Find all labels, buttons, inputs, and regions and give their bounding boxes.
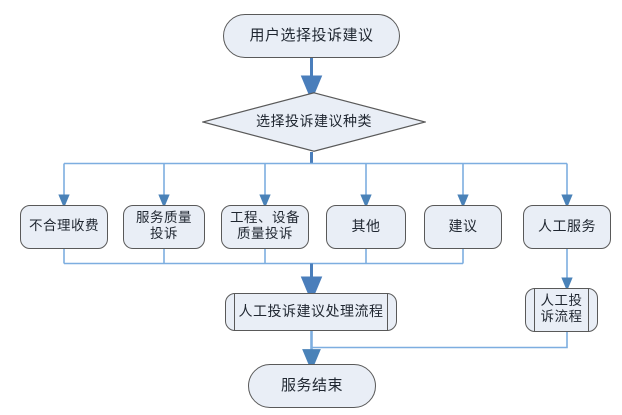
node-option-engineering-quality-label: 工程、设备 质量投诉 bbox=[230, 210, 300, 242]
node-option-unreasonable-fee-label: 不合理收费 bbox=[29, 218, 99, 235]
node-decision-label: 选择投诉建议种类 bbox=[256, 113, 372, 130]
node-option-suggestion-label: 建议 bbox=[448, 218, 478, 235]
node-option-manual-service[interactable]: 人工服务 bbox=[523, 205, 611, 249]
edge-options-to-merge bbox=[63, 249, 464, 265]
node-start[interactable]: 用户选择投诉建议 bbox=[223, 14, 400, 58]
node-option-manual-service-label: 人工服务 bbox=[538, 218, 596, 235]
node-option-suggestion[interactable]: 建议 bbox=[424, 205, 502, 249]
node-option-engineering-quality[interactable]: 工程、设备 质量投诉 bbox=[221, 205, 309, 249]
node-option-other-label: 其他 bbox=[351, 218, 381, 235]
diamond-shape bbox=[202, 92, 426, 152]
node-end[interactable]: 服务结束 bbox=[248, 364, 376, 408]
node-end-label: 服务结束 bbox=[280, 376, 343, 395]
node-process-manual-complaint-flow[interactable]: 人工投 诉流程 bbox=[525, 288, 598, 332]
edge-bus-to-options bbox=[58, 163, 573, 209]
node-process-main-complaint-flow[interactable]: 人工投诉建议处理流程 bbox=[225, 293, 397, 331]
node-option-service-quality[interactable]: 服务质量 投诉 bbox=[123, 205, 205, 249]
node-start-label: 用户选择投诉建议 bbox=[249, 26, 374, 45]
edge-decision-to-bus bbox=[64, 152, 567, 165]
node-process-main-complaint-flow-label: 人工投诉建议处理流程 bbox=[238, 303, 384, 320]
node-process-manual-complaint-flow-label: 人工投 诉流程 bbox=[540, 293, 583, 325]
edge-manual-process-to-end bbox=[312, 332, 568, 349]
node-option-service-quality-label: 服务质量 投诉 bbox=[136, 210, 192, 242]
node-decision[interactable]: 选择投诉建议种类 bbox=[202, 92, 426, 152]
node-option-unreasonable-fee[interactable]: 不合理收费 bbox=[20, 205, 108, 249]
node-option-other[interactable]: 其他 bbox=[326, 205, 406, 249]
